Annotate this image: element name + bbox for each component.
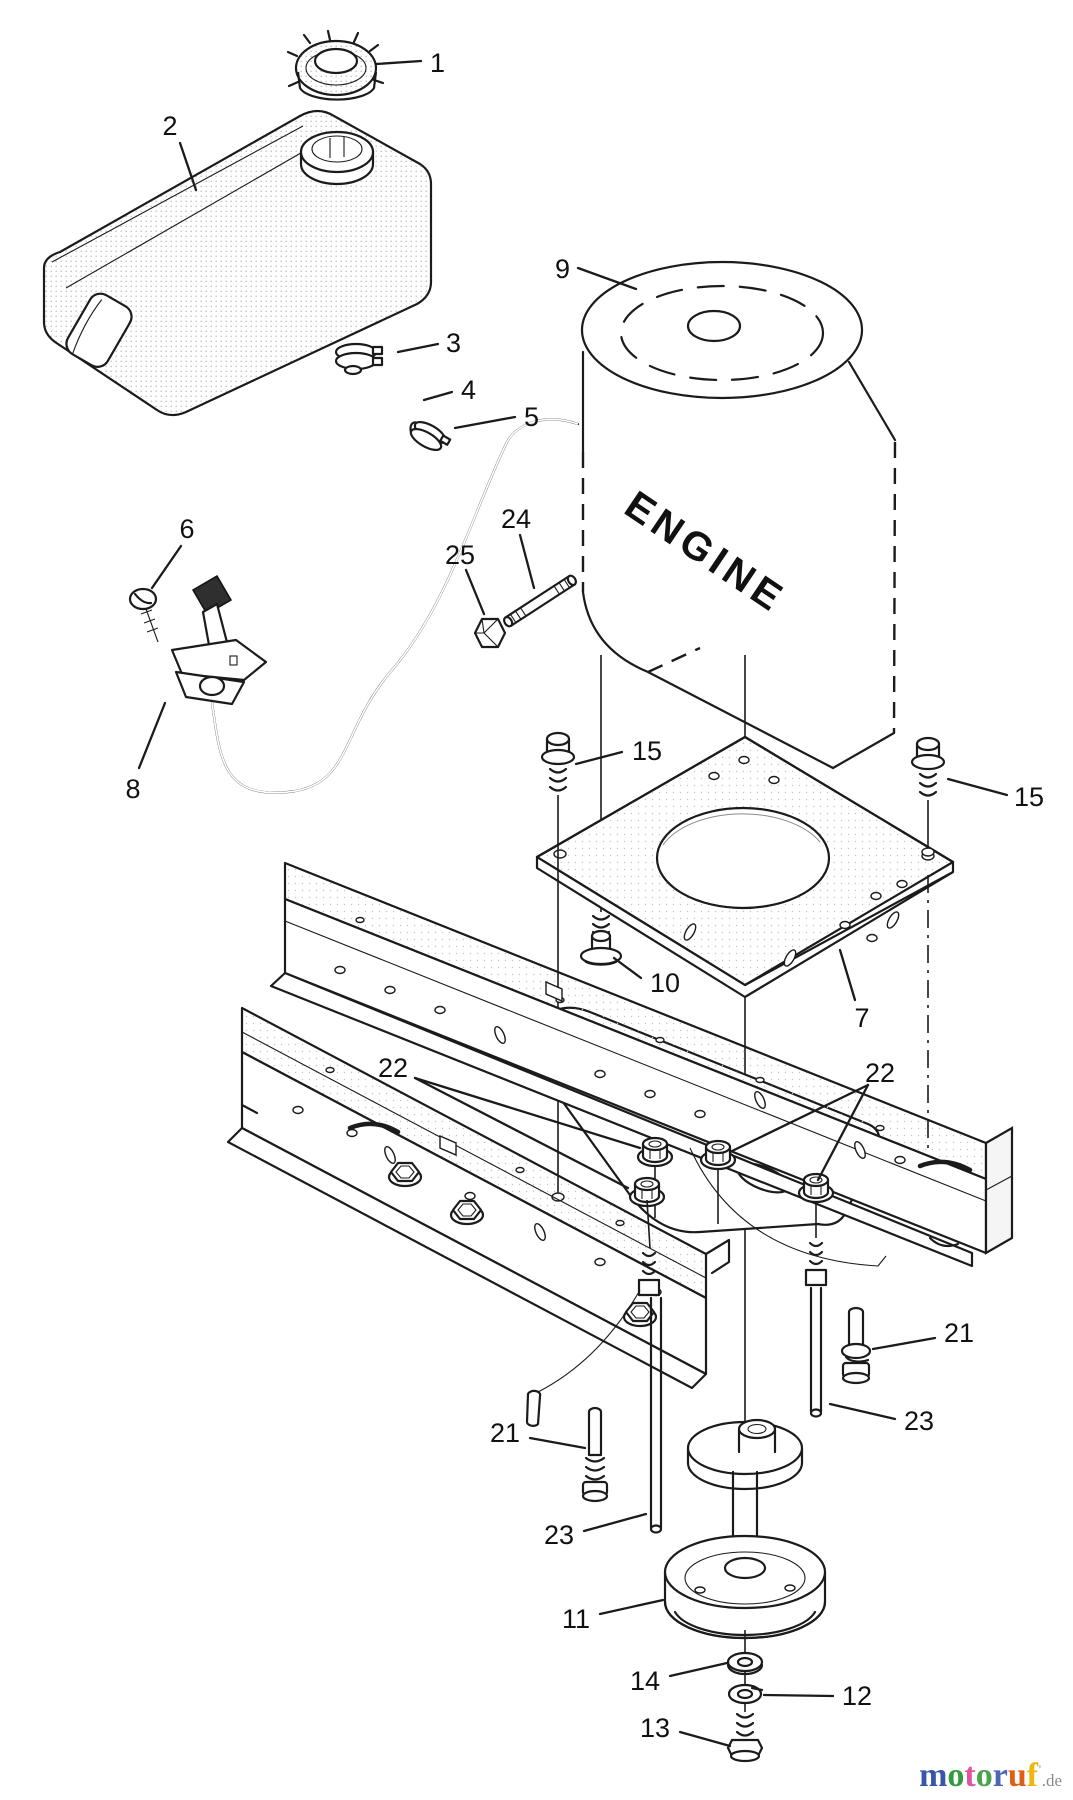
lock-washer (727, 1683, 764, 1705)
callout-3: 3 (446, 328, 461, 358)
logo-letter: u (1008, 1757, 1027, 1794)
pulley-stack (663, 1418, 827, 1763)
callout-10: 10 (650, 968, 680, 998)
logo-trademark-tick: ' (1038, 1762, 1042, 1777)
engine-mounting-plate (535, 735, 955, 999)
engine-stud (503, 574, 577, 628)
spacer-rod-right (689, 1147, 887, 1418)
flat-washer (726, 1651, 764, 1676)
fuel-tank (42, 109, 433, 417)
hose-clamp-lower (409, 420, 452, 452)
callout-5: 5 (524, 402, 539, 432)
callout-7: 7 (854, 1003, 869, 1033)
callout-1: 1 (430, 48, 445, 78)
callout-6: 6 (179, 514, 194, 544)
frame-rail-front (226, 1006, 731, 1390)
logo-letter: t (964, 1757, 976, 1794)
filler-neck (299, 130, 375, 186)
callout-11: 11 (562, 1604, 590, 1634)
callout-2: 2 (162, 111, 177, 141)
logo-suffix: .de (1042, 1771, 1062, 1790)
callout-21-left: 21 (490, 1418, 520, 1448)
logo-letter: o (976, 1757, 993, 1794)
logo-letter: o (947, 1757, 964, 1794)
callout-9: 9 (555, 254, 570, 284)
logo-letter: r (993, 1757, 1008, 1794)
engine-label: ENGINE (617, 483, 794, 622)
stud-nut (473, 617, 507, 649)
leader-lines (137, 59, 1009, 1748)
callout-8: 8 (125, 774, 140, 804)
callout-23-right: 23 (904, 1406, 934, 1436)
callout-15-left: 15 (632, 736, 662, 766)
callout-22-right: 22 (865, 1058, 895, 1088)
callout-24: 24 (501, 504, 531, 534)
throttle-control (170, 574, 268, 706)
callout-22-left: 22 (378, 1053, 408, 1083)
tank-handle-indent (65, 292, 133, 368)
carriage-bolt-left (581, 1406, 609, 1503)
callout-4: 4 (461, 375, 476, 405)
watermark-logo: motoruf'.de (919, 1757, 1062, 1794)
spindle-bolt (726, 1712, 764, 1763)
callout-21-right: 21 (944, 1318, 974, 1348)
fuel-cap (286, 29, 385, 101)
callout-25: 25 (445, 540, 475, 570)
throttle-cable (210, 418, 580, 794)
throttle-mount-screw (128, 587, 159, 643)
callouts: 1 2 3 4 5 6 8 9 24 25 15 15 10 7 22 22 2… (125, 48, 1044, 1743)
spacer-rod-left (525, 1199, 663, 1534)
callout-15-right: 15 (1014, 782, 1044, 812)
callout-14: 14 (630, 1666, 660, 1696)
carriage-bolt-right (840, 1306, 872, 1385)
hose-clamp-upper (334, 342, 384, 371)
logo-letter: m (919, 1757, 947, 1794)
callout-23-left: 23 (544, 1520, 574, 1550)
frame-rail-rear (269, 861, 1014, 1268)
callout-13: 13 (640, 1713, 670, 1743)
logo-letter: f (1027, 1757, 1039, 1794)
plate-bolt (579, 914, 623, 966)
callout-12: 12 (842, 1681, 872, 1711)
engine: ENGINE (580, 260, 897, 770)
spindle-pulley (663, 1534, 827, 1640)
